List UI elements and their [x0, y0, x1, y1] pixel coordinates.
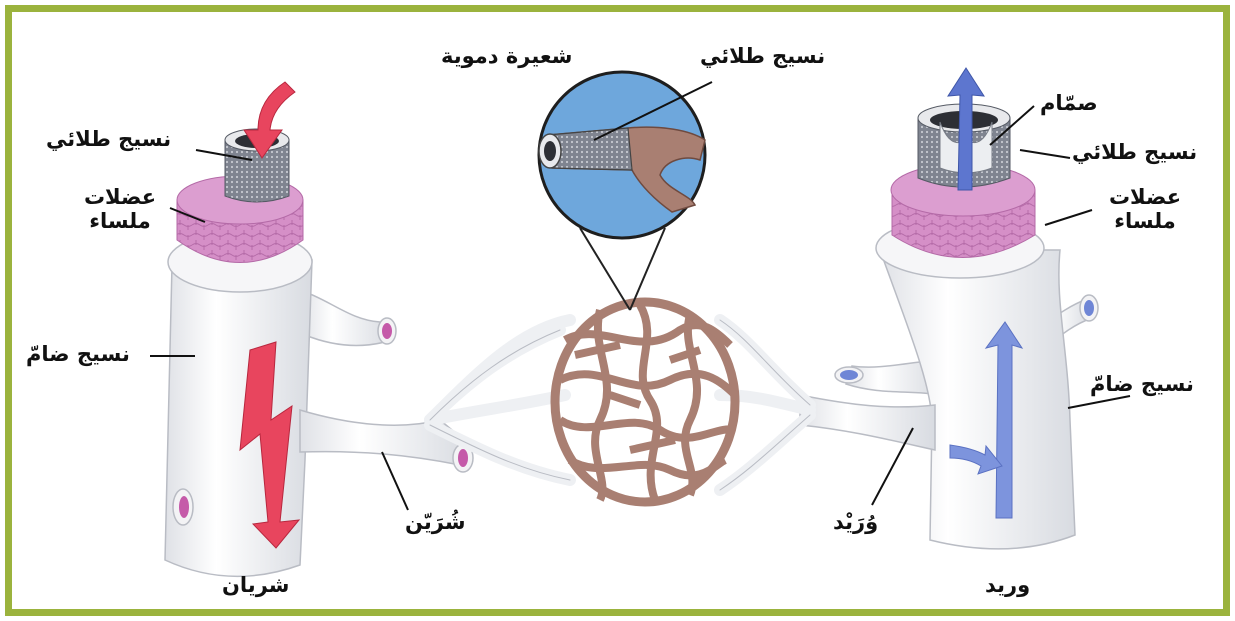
leader-vein-epithelium	[1020, 150, 1070, 158]
venule-vessel	[800, 395, 935, 450]
label-capillary-title: شعيرة دموية	[441, 44, 572, 68]
label-artery-muscle: عضلات ملساء	[70, 185, 170, 233]
label-artery: شريان	[222, 573, 289, 597]
vein-illustration	[835, 68, 1098, 549]
artery-illustration	[165, 82, 396, 576]
label-vein-muscle-line1: عضلات	[1090, 185, 1200, 209]
label-venule: وُرَيْد	[833, 510, 878, 534]
leader-vein-muscle	[1045, 210, 1092, 225]
label-artery-connective: نسيج ضامّ	[26, 342, 130, 366]
leader-arteriole	[382, 452, 408, 510]
label-vein-connective: نسيج ضامّ	[1090, 372, 1194, 396]
label-arteriole: شُرَيّن	[405, 510, 466, 534]
label-vein-epithelium: نسيج طلائي	[1072, 140, 1197, 164]
label-artery-muscle-line1: عضلات	[70, 185, 170, 209]
label-vein: وريد	[985, 573, 1030, 597]
leader-vein-connective	[1068, 396, 1130, 408]
label-artery-epithelium: نسيج طلائي	[46, 127, 171, 151]
artery-branch-top	[300, 290, 392, 345]
label-vein-muscle: عضلات ملساء	[1090, 185, 1200, 233]
capillary-magnifier	[539, 72, 705, 310]
label-artery-muscle-line2: ملساء	[70, 209, 170, 233]
label-vein-valve: صمّام	[1040, 91, 1098, 115]
label-vein-muscle-line2: ملساء	[1090, 209, 1200, 233]
label-capillary-epithelium: نسيج طلائي	[700, 44, 825, 68]
vein-trunk	[880, 250, 1075, 549]
